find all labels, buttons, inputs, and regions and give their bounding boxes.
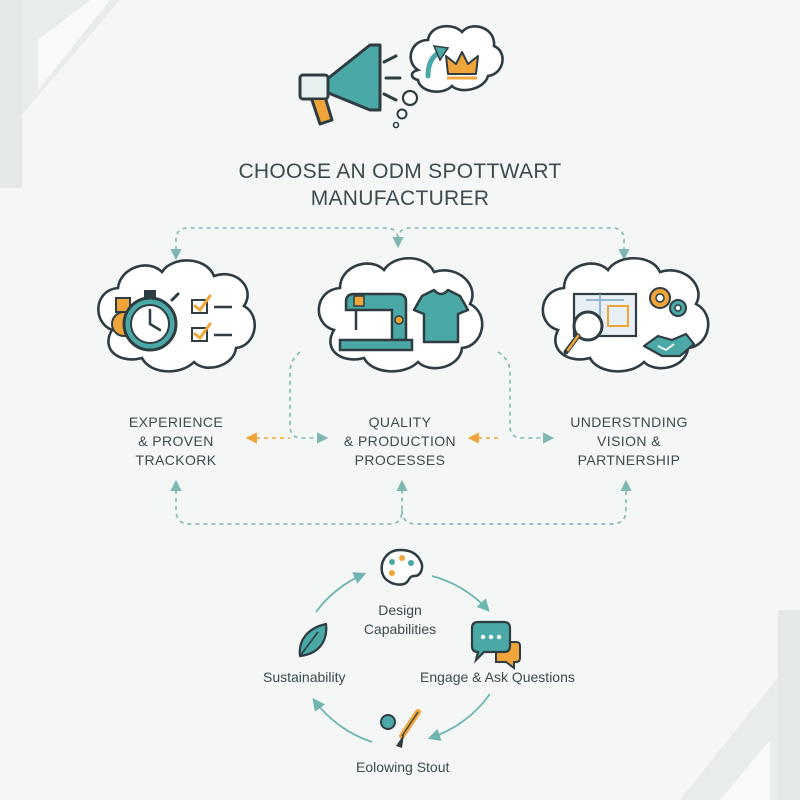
cycle-label-engage: Engage & Ask Questions: [420, 669, 575, 685]
leaf-icon: [298, 622, 328, 658]
palette-icon: [380, 548, 424, 586]
pillar-label-quality: QUALITY & PRODUCTION PROCESSES: [330, 413, 470, 470]
cycle-label-eolowing: Eolowing Stout: [356, 759, 450, 775]
pillar-label-line: & PRODUCTION: [343, 433, 457, 449]
growth-arrow-icon: [425, 45, 450, 79]
cycle-arrows: [312, 572, 491, 743]
corner-decoration-bottom-right: [680, 610, 800, 800]
pillar-label-line: UNDERSTNDING: [570, 414, 688, 430]
paintbrush-icon: [380, 709, 421, 748]
cycle-label-design: Design Capabilities: [350, 601, 450, 639]
pillar-label-experience: EXPERIENCE & PROVEN TRACKORK: [106, 413, 246, 470]
pillar-label-line: QUALITY: [368, 414, 432, 430]
bottom-connectors: [170, 479, 632, 525]
corner-decoration-top-left: [0, 0, 120, 188]
pillar-label-line: TRACKORK: [135, 452, 217, 468]
megaphone-icon: [298, 43, 402, 126]
middle-connectors: [245, 351, 555, 444]
title-line-1: CHOOSE AN ODM SPOTTWART: [238, 160, 562, 183]
thought-bubble-icon: [392, 24, 504, 129]
cycle-label-sustainability: Sustainability: [263, 669, 346, 685]
pillar-label-line: & PROVEN: [138, 433, 214, 449]
pillar-label-line: EXPERIENCE: [128, 414, 224, 430]
blueprint-handshake-icon: [563, 287, 696, 358]
pillar-label-line: PROCESSES: [354, 452, 446, 468]
top-connectors: [170, 227, 630, 261]
pillar-label-line: PARTNERSHIP: [577, 452, 681, 468]
pillar-label-line: VISION &: [597, 433, 661, 449]
chat-bubbles-icon: [470, 620, 521, 670]
sewing-machine-shirt-icon: [338, 288, 470, 352]
crown-icon: [445, 51, 479, 80]
cycle-label-line: Capabilities: [363, 621, 437, 637]
stopwatch-checklist-icon: [111, 290, 232, 352]
cycle-label-line: Design: [378, 602, 422, 618]
pillar-label-vision: UNDERSTNDING VISION & PARTNERSHIP: [554, 413, 704, 470]
title-line-2: MANUFACTURER: [310, 187, 490, 210]
